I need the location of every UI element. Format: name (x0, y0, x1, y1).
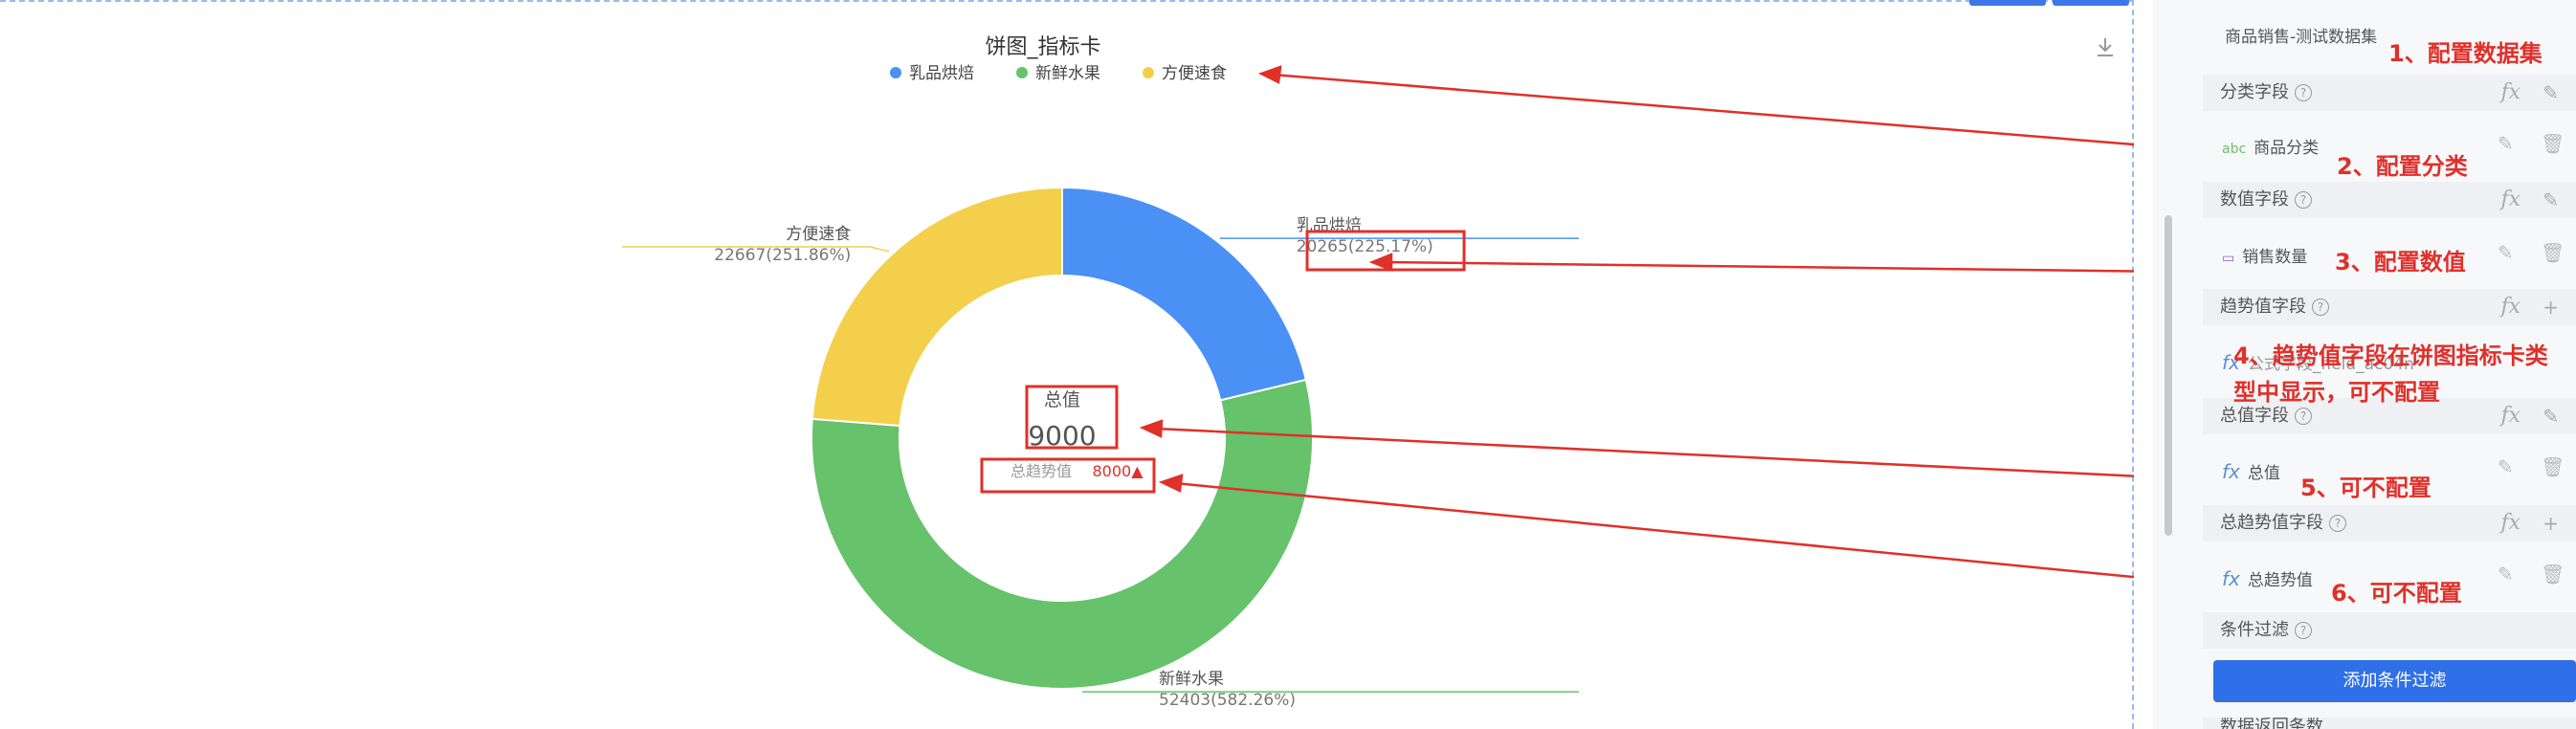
trend-field[interactable]: fx 公式字段_field_ac04n (2222, 348, 2414, 377)
trash-icon[interactable]: 🗑 (2541, 563, 2565, 585)
trash-icon[interactable]: 🗑 (2541, 241, 2565, 264)
download-icon[interactable] (2098, 38, 2113, 56)
annotation-2: 2、配置分类 (2337, 153, 2468, 180)
section-title: 数值字段 (2220, 189, 2289, 210)
value-field[interactable]: ▭ 销售数量 (2222, 243, 2307, 272)
slice-label-value: 20265(225.17%) (1297, 237, 1433, 256)
panel-scrollbar[interactable] (2165, 215, 2172, 536)
text-type-icon: abc (2222, 142, 2247, 157)
total-trend-section-header: 总趋势值字段? fx + (2203, 505, 2576, 541)
total-field[interactable]: fx 总值 (2222, 457, 2280, 486)
section-title: 趋势值字段 (2220, 297, 2306, 317)
help-icon[interactable]: ? (2295, 622, 2312, 639)
legend-label[interactable]: 乳品烘焙 (909, 64, 974, 83)
edit-icon[interactable]: ✎ (2498, 563, 2514, 585)
fx-icon: fx (2222, 567, 2240, 590)
field-label: 公式字段_field_ac04n (2247, 355, 2414, 374)
toolbar-button[interactable] (1969, 0, 2046, 6)
number-type-icon: ▭ (2222, 251, 2235, 266)
category-field[interactable]: abc 商品分类 (2222, 134, 2319, 163)
edit-icon[interactable]: ✎ (2498, 241, 2514, 264)
highlight-box (1305, 230, 1466, 272)
edit-icon[interactable]: ✎ (2498, 455, 2514, 478)
fx-icon[interactable]: fx (2500, 511, 2520, 535)
pie-chart: 饼图_指标卡 乳品烘焙 新鲜水果 方便速食 乳品烘焙 20265(225.17%) 新鲜… (622, 35, 2134, 710)
field-label: 总趋势值 (2247, 571, 2313, 590)
fx-icon: fx (2222, 351, 2240, 374)
fx-icon[interactable]: fx (2500, 80, 2520, 104)
legend-marker[interactable] (1143, 67, 1154, 78)
annotation-6: 6、可不配置 (2331, 580, 2462, 607)
dataset-name[interactable]: 商品销售-测试数据集 (2225, 28, 2378, 47)
center-trend-label: 总趋势值 (1010, 462, 1072, 480)
total-trend-field[interactable]: fx 总趋势值 (2222, 564, 2313, 593)
help-icon[interactable]: ? (2295, 408, 2312, 425)
highlight-box (980, 457, 1156, 494)
annotation-1: 1、配置数据集 (2388, 40, 2543, 67)
filter-section-header: 条件过滤? (2203, 612, 2576, 649)
legend-label[interactable]: 新鲜水果 (1035, 64, 1100, 83)
annotation-4-line1: 4、趋势值字段在饼图指标卡类 (2233, 342, 2548, 369)
field-label: 销售数量 (2242, 248, 2308, 267)
add-filter-button[interactable]: 添加条件过滤 (2213, 660, 2576, 702)
help-icon[interactable]: ? (2295, 84, 2312, 101)
fx-icon[interactable]: fx (2500, 188, 2520, 211)
edit-icon[interactable]: ✎ (2543, 81, 2559, 104)
fx-icon: fx (2222, 460, 2240, 483)
annotation-arrows (1139, 65, 2134, 579)
add-icon[interactable]: + (2543, 296, 2559, 319)
trash-icon[interactable]: 🗑 (2541, 132, 2565, 155)
trend-section-header: 趋势值字段? fx + (2203, 289, 2576, 325)
legend-marker[interactable] (890, 67, 901, 78)
annotation-3: 3、配置数值 (2335, 249, 2466, 276)
help-icon[interactable]: ? (2329, 515, 2346, 532)
slice-labels: 乳品烘焙20265(225.17%)新鲜水果52403(582.26%)方便速食… (622, 216, 1579, 710)
edit-icon[interactable]: ✎ (2543, 188, 2559, 211)
section-title: 数据返回条数 (2220, 718, 2323, 729)
toolbar-button[interactable] (2053, 0, 2129, 6)
chart-legend: 乳品烘焙 新鲜水果 方便速食 (890, 64, 1227, 83)
annotation-5: 5、可不配置 (2300, 475, 2432, 501)
annotation-4-line2: 型中显示，可不配置 (2233, 379, 2440, 406)
slice-label-value: 52403(582.26%) (1159, 691, 1296, 710)
fx-icon[interactable]: fx (2500, 295, 2520, 319)
fx-icon[interactable]: fx (2500, 404, 2520, 428)
edit-icon[interactable]: ✎ (2498, 132, 2514, 155)
add-icon[interactable]: + (2543, 512, 2559, 535)
legend-label[interactable]: 方便速食 (1162, 64, 1227, 83)
pie-slice[interactable] (1061, 186, 1307, 402)
section-title: 总值字段 (2220, 406, 2289, 426)
config-panel (2153, 0, 2576, 729)
legend-marker[interactable] (1016, 67, 1028, 78)
edit-icon[interactable]: ✎ (2543, 405, 2559, 428)
category-section-header: 分类字段? fx ✎ (2203, 75, 2576, 111)
highlight-box (1025, 385, 1119, 450)
field-label: 商品分类 (2254, 139, 2320, 158)
canvas-top-border (0, 0, 2134, 2)
value-section-header: 数值字段? fx ✎ (2203, 182, 2576, 218)
total-section-header: 总值字段? fx ✎ (2203, 398, 2576, 434)
section-title: 条件过滤 (2220, 620, 2289, 640)
field-label: 总值 (2247, 464, 2280, 483)
section-title: 分类字段 (2220, 82, 2289, 102)
pie-slice[interactable] (811, 378, 1314, 690)
next-section-header: 数据返回条数 (2203, 718, 2576, 729)
center-trend-value: 8000▲ (1092, 462, 1144, 480)
section-title: 总趋势值字段 (2220, 513, 2323, 533)
slice-label-name: 方便速食 (786, 225, 851, 244)
leader-line (622, 246, 890, 253)
help-icon[interactable]: ? (2312, 298, 2329, 316)
pie-slice[interactable] (811, 186, 1063, 428)
chart-canvas (2132, 0, 2134, 729)
pie-slices (811, 186, 1314, 690)
trash-icon[interactable]: 🗑 (2541, 455, 2565, 478)
slice-label-value: 22667(251.86%) (714, 246, 851, 265)
help-icon[interactable]: ? (2295, 191, 2312, 209)
slice-label-name: 新鲜水果 (1159, 670, 1224, 689)
center-total-label: 总值 (1044, 389, 1080, 410)
chart-title: 饼图_指标卡 (985, 35, 1100, 59)
